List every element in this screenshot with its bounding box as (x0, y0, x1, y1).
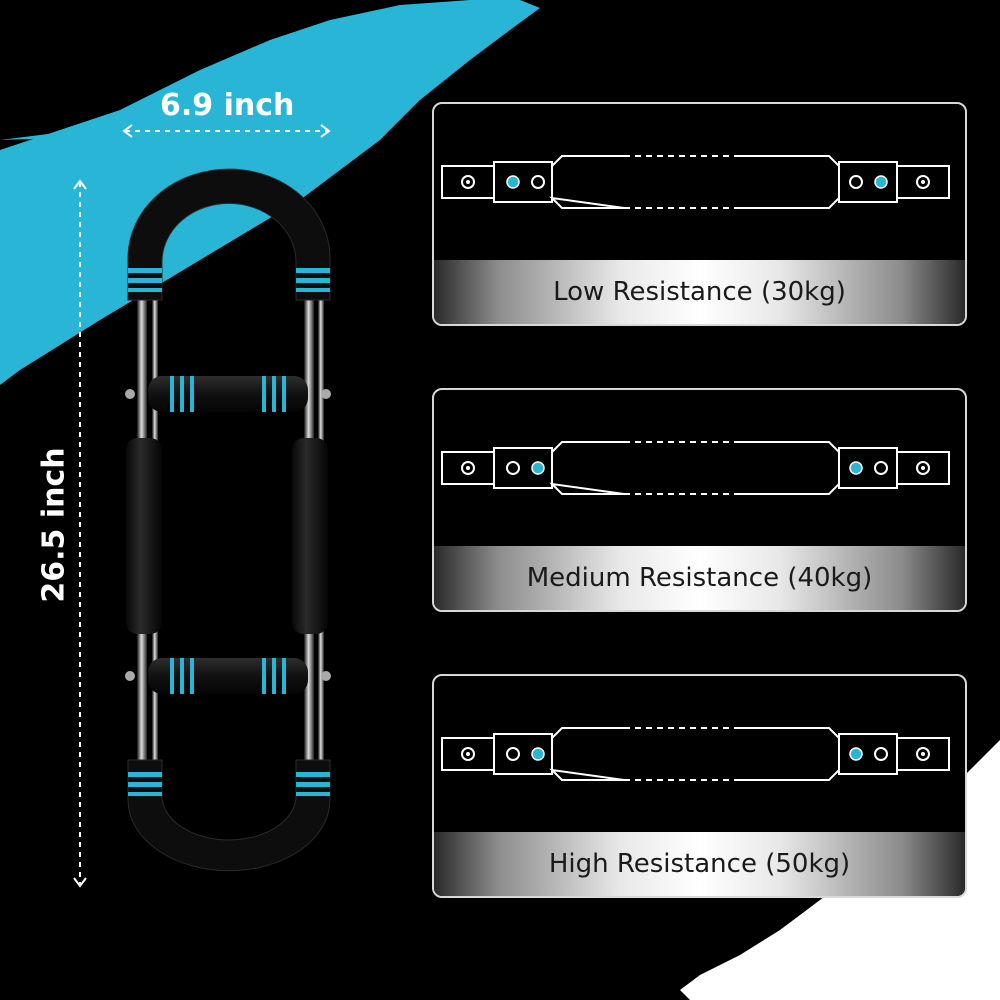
white-brush-splinter (740, 970, 820, 1000)
bottom-arch-accents (128, 772, 330, 796)
blue-brush-splinter (0, 108, 140, 140)
resistance-panel-high: High Resistance (50kg) (432, 674, 967, 898)
strap-diagram (441, 441, 950, 495)
right-foam-grip (292, 438, 328, 634)
resistance-label: High Resistance (50kg) (434, 832, 965, 896)
left-foam-grip (126, 438, 162, 634)
width-label: 6.9 inch (160, 88, 295, 123)
resistance-label: Low Resistance (30kg) (434, 260, 965, 324)
bottom-arch-grip (127, 759, 331, 872)
strap-diagram (441, 727, 950, 781)
resistance-label: Medium Resistance (40kg) (434, 546, 965, 610)
top-arch-grip (127, 168, 331, 301)
white-brush-stroke (680, 740, 1000, 1000)
upper-cross-handle (125, 376, 331, 412)
resistance-panel-medium: Medium Resistance (40kg) (432, 388, 967, 612)
resistance-panel-low: Low Resistance (30kg) (432, 102, 967, 326)
lower-cross-handle (125, 658, 331, 694)
strap-diagram (441, 155, 950, 209)
width-dimension-arrow (122, 124, 331, 138)
top-arch-accents (128, 268, 330, 292)
height-dimension-arrow (73, 179, 87, 888)
